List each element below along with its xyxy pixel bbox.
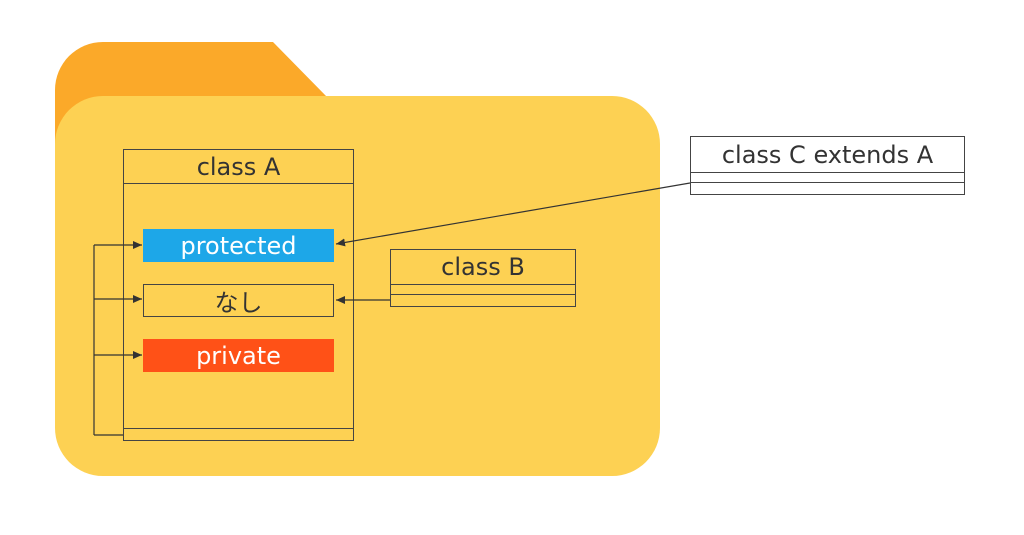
class-c-title: class C extends A bbox=[721, 140, 934, 169]
member-nashi-label: なし bbox=[214, 289, 263, 317]
class-a-divider-top bbox=[124, 183, 353, 184]
class-a-box: class A bbox=[123, 149, 354, 441]
member-protected: protected bbox=[143, 229, 334, 262]
class-a-divider-bottom bbox=[124, 428, 353, 429]
class-b-divider-2 bbox=[391, 294, 575, 295]
class-b-box: class B bbox=[390, 249, 576, 307]
class-b-title: class B bbox=[441, 253, 525, 281]
member-private-label: private bbox=[196, 341, 281, 370]
member-private: private bbox=[143, 339, 334, 372]
member-nashi: なし bbox=[143, 284, 334, 317]
member-protected-label: protected bbox=[180, 231, 297, 260]
class-c-divider-2 bbox=[691, 182, 964, 183]
class-c-box: class C extends A bbox=[690, 136, 965, 195]
class-a-title: class A bbox=[196, 152, 281, 181]
class-b-divider-1 bbox=[391, 284, 575, 285]
class-c-divider-1 bbox=[691, 172, 964, 173]
class-c-access-arrow bbox=[335, 182, 691, 247]
